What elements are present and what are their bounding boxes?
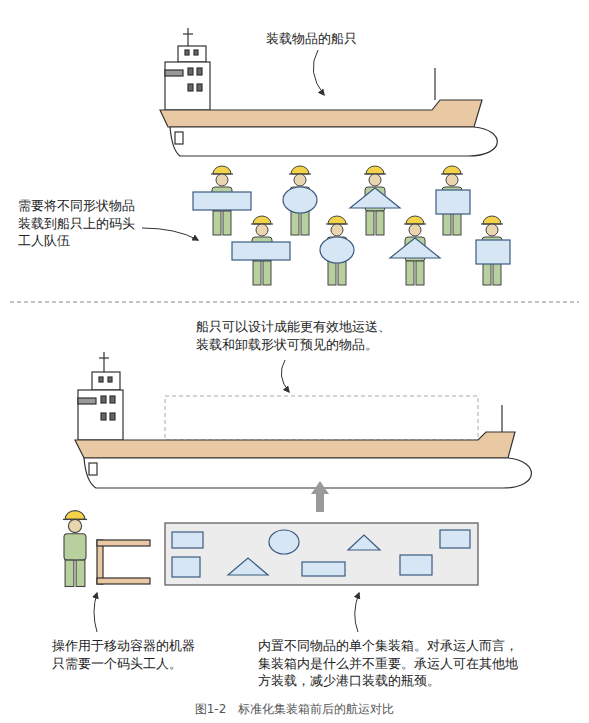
ship-mast [434, 68, 435, 100]
ship-window [197, 68, 202, 75]
cargo-rect [476, 240, 510, 264]
cargo-items [193, 187, 510, 264]
cargo-slot [165, 396, 478, 440]
ship-window [101, 396, 106, 403]
dock-workers [211, 166, 503, 285]
ship-bridge [92, 372, 120, 390]
cargo-rect [436, 190, 470, 214]
cargo-ellipse [320, 237, 354, 263]
ship-window [110, 396, 115, 403]
leader-line [94, 593, 97, 632]
leader-line [281, 360, 289, 392]
leader-line [355, 593, 359, 632]
ship-mast [103, 352, 104, 372]
cargo-rect [193, 192, 251, 210]
callout-label: 操作用于移动容器的机器只需要一个码头工人。 [52, 637, 198, 672]
container-machine [97, 540, 150, 584]
machine-arm [97, 578, 150, 584]
cargo-rect [172, 557, 200, 577]
ship-window [197, 84, 202, 91]
ship-hull [75, 432, 515, 458]
ship-hull [84, 458, 531, 488]
cargo-rect [302, 562, 345, 576]
shipping-container [165, 523, 478, 585]
ship-band [78, 398, 96, 404]
callout-label: 需要将不同形状物品装载到船只上的码头工人队伍 [18, 197, 138, 250]
callout-label: 船只可以设计成能更有效地运送、装载和卸载形状可预见的物品。 [196, 318, 394, 353]
leader-line [142, 228, 198, 240]
figure-caption: 图1-2 标准化集装箱前后的航运对比 [0, 701, 589, 718]
ship-window [101, 413, 106, 420]
ship-mast [183, 33, 193, 34]
dock-worker [63, 511, 87, 587]
machine-arm [97, 540, 150, 546]
ship-window [110, 413, 115, 420]
ship-band [165, 70, 183, 76]
cargo-rect [400, 555, 432, 575]
cargo-rect [232, 242, 290, 260]
ship-rudder [89, 463, 97, 475]
ship-window [185, 50, 189, 55]
cargo-ellipse [269, 530, 299, 554]
ship-window [188, 84, 193, 91]
cargo-triangle [228, 558, 268, 575]
leader-line [313, 50, 324, 95]
ship-bridge [178, 46, 206, 62]
dashed-separator [10, 302, 579, 303]
ship-window [99, 377, 103, 382]
ship-hull [160, 100, 482, 127]
cargo-ellipse [283, 187, 317, 213]
ship-mast [99, 357, 109, 358]
callout-label: 内置不同物品的单个集装箱。对承运人而言，集装箱内是什么并不重要。承运人可在其他地… [258, 637, 521, 690]
ship-mast [501, 405, 502, 432]
container-ship [75, 352, 531, 488]
ship-superstructure [78, 390, 123, 440]
cargo-rect [172, 532, 203, 548]
cargo-triangle [350, 188, 400, 208]
cargo-triangle [390, 238, 440, 258]
cargo-ship [160, 28, 497, 156]
ship-window [108, 377, 112, 382]
loading-arrow [311, 481, 329, 512]
ship-window [188, 68, 193, 75]
ship-rudder [175, 132, 183, 144]
ship-mast [187, 28, 188, 46]
ship-hull [170, 127, 497, 156]
ship-window [194, 50, 198, 55]
ship-superstructure [165, 62, 210, 110]
container-items [172, 530, 470, 577]
cargo-rect [440, 530, 470, 548]
callout-label: 装载物品的船只 [266, 30, 357, 48]
cargo-triangle [348, 535, 380, 550]
